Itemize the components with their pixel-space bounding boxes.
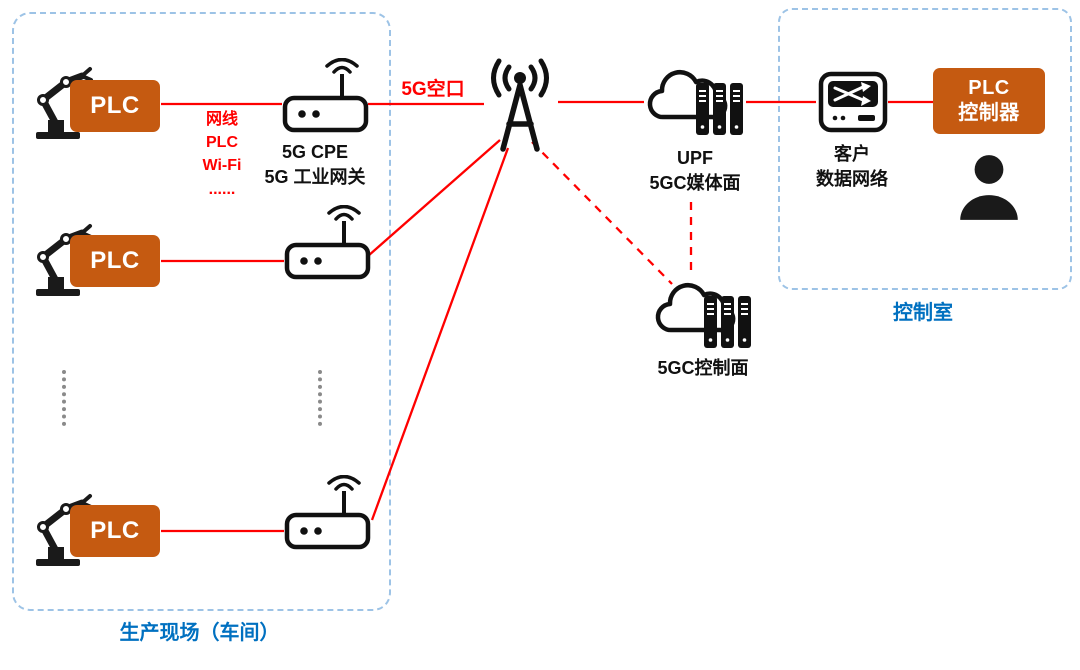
link-type-plc: PLC [206, 134, 238, 152]
production-area-label: 生产现场（车间） [119, 622, 280, 644]
base-station-antenna-icon [475, 58, 565, 153]
plc-controller-line1: PLC [968, 77, 1010, 99]
plc-box-3-label: PLC [90, 517, 140, 544]
cpe-router-icon-3 [284, 475, 374, 551]
vertical-ellipsis-right-icon [318, 370, 322, 426]
robot-arm-icon [26, 64, 96, 142]
plc-box-1: PLC [70, 80, 160, 132]
cpe-router-icon-2 [284, 205, 374, 281]
plc-controller-box: PLC 控制器 [933, 68, 1045, 134]
network-switch-icon [818, 70, 888, 134]
upf-label: UPF 5GC媒体面 [620, 146, 770, 196]
upf-cloud-servers-icon [640, 55, 750, 143]
customer-network-label: 客户 数据网络 [793, 142, 911, 192]
plc-box-1-label: PLC [90, 92, 140, 119]
control-room-label: 控制室 [893, 302, 953, 324]
cpe-router-icon-1 [282, 58, 372, 134]
air-interface-label: 5G空口 [401, 79, 465, 100]
link-type-more: ...... [208, 180, 236, 198]
plc-box-2: PLC [70, 235, 160, 287]
vertical-ellipsis-left-icon [62, 370, 66, 426]
gateway-label-line1: 5G CPE [281, 142, 349, 162]
control-room-zone [778, 8, 1072, 290]
upf-label-line2: 5GC媒体面 [649, 173, 741, 194]
customer-network-line1: 客户 [834, 144, 870, 164]
gateway-label-line2: 5G 工业网关 [264, 167, 366, 188]
plc-box-2-label: PLC [90, 247, 140, 274]
customer-network-line2: 数据网络 [816, 169, 888, 190]
upf-label-line1: UPF [677, 148, 713, 168]
link-type-ethernet: 网线 [205, 111, 238, 128]
link-types-label: 网线 PLC Wi-Fi ...... [180, 108, 264, 201]
plc-box-3: PLC [70, 505, 160, 557]
plc-controller-line2: 控制器 [958, 102, 1020, 124]
control-plane-cloud-servers-icon [648, 268, 758, 356]
operator-person-icon [953, 152, 1025, 226]
link-type-wifi: Wi-Fi [202, 157, 242, 175]
control-plane-label: 5GC控制面 [657, 358, 749, 378]
gateway-label: 5G CPE 5G 工业网关 [235, 140, 395, 190]
line-cpe3-antenna [370, 147, 510, 521]
